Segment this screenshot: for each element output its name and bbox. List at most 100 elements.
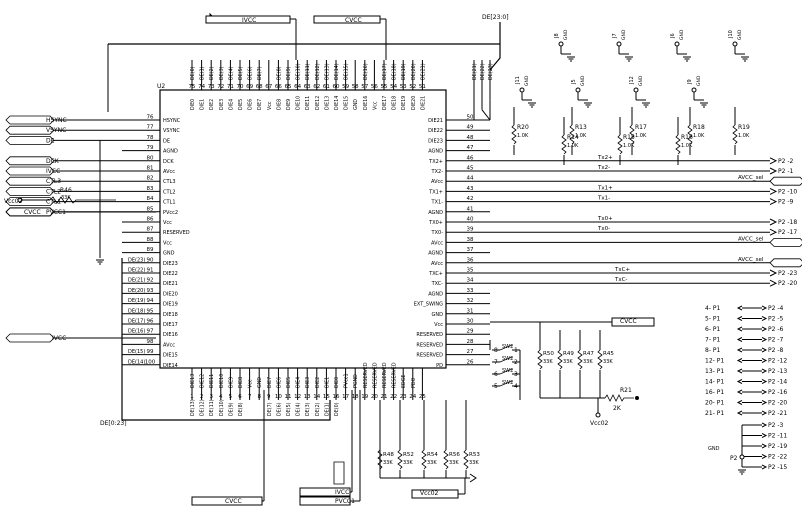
tx-label: Tx2-: [597, 165, 610, 171]
jack-label: J12: [629, 76, 635, 85]
pullup-value: 1.0K: [738, 133, 750, 139]
p2-label: P2 -21: [768, 410, 787, 417]
left-pin-label: DIE15: [163, 353, 178, 359]
ivcc-top-label: IVCC: [242, 17, 256, 24]
left-pin-number: 82: [147, 176, 154, 182]
bottom-pin-label: PDO: [411, 377, 417, 388]
gnd-list-label: P2 -15: [768, 464, 787, 471]
right-pin-number: 44: [467, 176, 474, 182]
top-pin-number: 67: [265, 84, 272, 90]
tx-label: TxC+: [614, 267, 630, 273]
left-pin-label: HSYNC: [163, 118, 181, 124]
p2-output-label: P2 -9: [778, 199, 794, 206]
p2-output-label: P2 -23: [778, 270, 797, 277]
bottom-pin-label: DIE12: [200, 374, 206, 388]
top-bus-label: DE(16): [363, 63, 369, 80]
top-pin-number: 56: [371, 84, 378, 90]
top-pin-number: 59: [342, 84, 349, 90]
right-pin-label: GND: [432, 312, 444, 318]
left-pin-label: DIE19: [163, 302, 178, 308]
pullup-value: 1.0K: [623, 143, 635, 149]
right-pin-number: 35: [467, 268, 474, 274]
left-pin-number: 91: [147, 268, 154, 274]
rb-right-value: 33K: [543, 359, 553, 365]
left-pin-number: 81: [147, 166, 154, 172]
top-pin-number: 72: [217, 84, 224, 90]
right-pin-label: AGND: [428, 291, 443, 297]
left-port-label: DCK: [46, 158, 60, 165]
bottom-pin-label: DIE11: [209, 374, 215, 388]
right-pin-number: 30: [467, 319, 474, 325]
chip-bottom-pins: 1DIE13DE(13)2DIE12DE(12)3DIE11DE(11)4DIE…: [190, 362, 426, 416]
left-port-label: DE: [46, 137, 55, 144]
p2-output-label: P2 -1: [778, 168, 794, 175]
chip-right-pins: 50DIE2149DIE2248DIE2347AGND46TX2+45TX2-4…: [414, 115, 490, 369]
bottom-bus-label: DE(11): [209, 399, 215, 416]
left-pin-number: 77: [147, 125, 154, 131]
bottom-pin-label: DIE4: [296, 377, 302, 388]
right-pin-label: AGND: [428, 149, 443, 155]
top-pin-label: DIE20: [411, 96, 417, 110]
rb-bottom-value: 33K: [383, 460, 393, 466]
left-bus-label: DE(21): [128, 278, 145, 284]
p1-label: 5- P1: [705, 316, 721, 323]
left-pin-number: 85: [147, 206, 154, 212]
top-bus-label: DE(6): [248, 66, 254, 80]
left-pin-number: 92: [147, 278, 154, 284]
rb-right-value: 33K: [583, 359, 593, 365]
top-pin-label: DIE17: [382, 96, 388, 110]
left-pin-label: DIE22: [163, 271, 178, 277]
gnd-list-label: P2 -11: [768, 433, 787, 440]
right-pin-number: 49: [467, 125, 474, 131]
top-bus-label: DE(3): [219, 66, 225, 80]
right-pin-label: RESERVED: [416, 353, 443, 359]
tx-label: Tx2+: [597, 155, 613, 161]
left-port-label: IVCC: [46, 168, 60, 175]
left-bus-label: DE(22): [128, 268, 145, 274]
bottom-pin-label: DIE8: [238, 377, 244, 388]
left-pin-number: 100: [145, 359, 156, 365]
left-pin-label: Vcc: [163, 240, 172, 246]
right-pin-label: TX2+: [428, 159, 443, 165]
top-pin-number: 53: [400, 84, 407, 90]
left-pin-label: DCK: [163, 159, 174, 165]
right-pin-number: 27: [467, 349, 474, 355]
left-pin-number: 79: [147, 145, 154, 151]
left-pin-label: DE: [163, 138, 170, 144]
bottom-bus-label: DE(7): [267, 402, 273, 416]
right-pin-label: TX0+: [428, 220, 443, 226]
p1-label: 13- P1: [705, 368, 724, 375]
pullup-ref: R18: [693, 124, 705, 131]
top-pin-number: 75: [189, 84, 196, 90]
p2-label: P2 -20: [768, 400, 787, 407]
right-pin-number: 33: [467, 288, 474, 294]
net-ivcc-bottom: IVCC PVCC1: [299, 390, 361, 506]
right-pin-number: 41: [467, 206, 474, 212]
right-pin-number: 50: [467, 115, 474, 121]
top-pin-number: 55: [381, 84, 388, 90]
right-pin-label: TXC+: [428, 271, 443, 277]
left-pin-number: 96: [147, 319, 154, 325]
avcc-label: AVCC_sel: [738, 257, 764, 263]
jack-gnd-label: GND: [524, 75, 530, 86]
top-pin-label: DIE19: [401, 96, 407, 110]
pullup-ref: R19: [738, 124, 750, 131]
chip-ref-label: U2: [157, 83, 165, 90]
bottom-pin-number: 3: [209, 394, 213, 400]
left-pin-label: DIE23: [163, 261, 178, 267]
fuse-symbol: [333, 461, 345, 485]
jack-gnd-label: GND: [563, 29, 569, 40]
bottom-pin-number: 12: [294, 394, 301, 400]
left-pin-label: AVcc: [163, 169, 175, 175]
top-bus-label: DE(18): [392, 63, 398, 80]
bottom-pin-label: RESERVED: [372, 362, 378, 388]
left-pin-label: DIE17: [163, 322, 178, 328]
net-cvcc-bottom: CVCC: [191, 390, 265, 506]
p1-label: 16- P1: [705, 389, 724, 396]
p2-output-label: P2 -17: [778, 229, 797, 236]
right-pin-label: DIE22: [428, 128, 443, 134]
cvcc-left-label: CVCC: [24, 209, 41, 216]
